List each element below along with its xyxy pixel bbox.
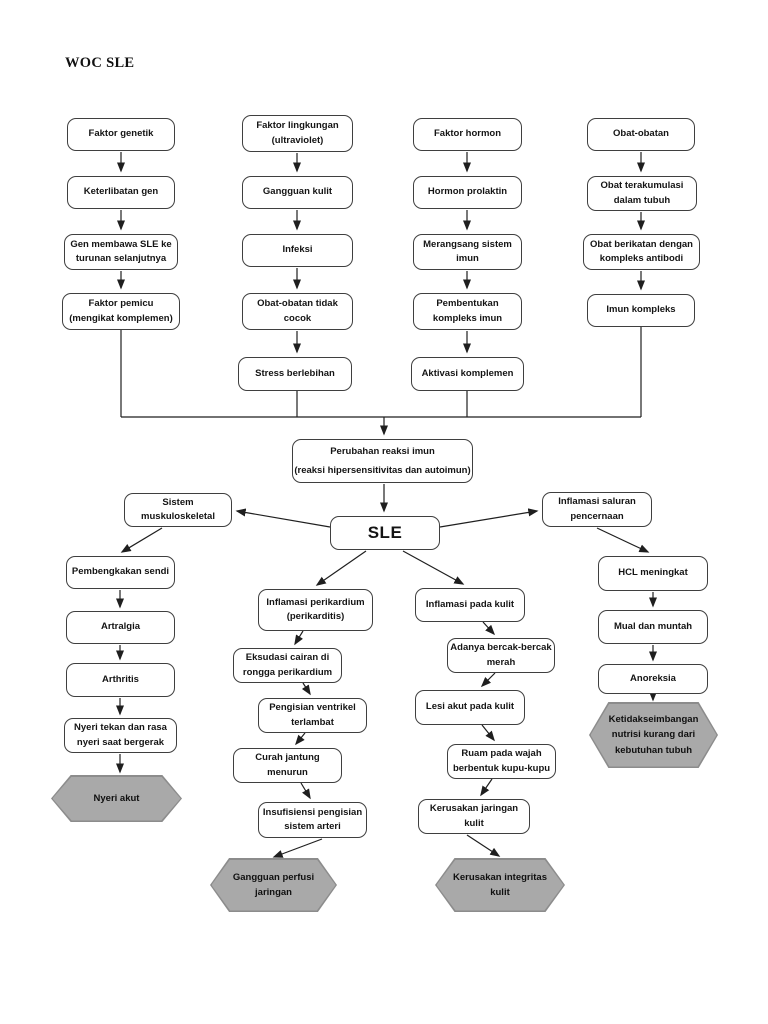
- node-gen-membawa-sle: Gen membawa SLE ke turunan selanjutnya: [64, 234, 178, 270]
- node-obat-terakumulasi: Obat terakumulasi dalam tubuh: [587, 176, 697, 211]
- node-nyeri-akut-diagnosis: Nyeri akut: [51, 775, 182, 822]
- node-obat-obatan-tidak-cocok: Obat-obatan tidak cocok: [242, 293, 353, 330]
- node-pembentukan-kompleks-imun: Pembentukan kompleks imun: [413, 293, 522, 330]
- node-ruam-pada-wajah: Ruam pada wajah berbentuk kupu-kupu: [447, 744, 556, 779]
- node-stress-berlebihan: Stress berlebihan: [238, 357, 352, 391]
- node-inflamasi-perikardium: Inflamasi perikardium (perikarditis): [258, 589, 373, 631]
- node-pengisian-ventrikel: Pengisian ventrikel terlambat: [258, 698, 367, 733]
- node-sistem-muskuloskeletal: Sistem muskuloskeletal: [124, 493, 232, 527]
- gangguan-perfusi-label: Gangguan perfusi jaringan: [211, 859, 336, 911]
- node-sle: SLE: [330, 516, 440, 550]
- node-anoreksia: Anoreksia: [598, 664, 708, 694]
- node-eksudasi-cairan: Eksudasi cairan di rongga perikardium: [233, 648, 342, 683]
- node-arthritis: Arthritis: [66, 663, 175, 697]
- node-obat-berikatan: Obat berikatan dengan kompleks antibodi: [583, 234, 700, 270]
- node-kerusakan-integritas-diagnosis: Kerusakan integritas kulit: [435, 858, 565, 912]
- node-inflamasi-saluran-pencernaan: Inflamasi saluran pencernaan: [542, 492, 652, 527]
- nyeri-akut-label: Nyeri akut: [52, 776, 181, 821]
- arrow-eksudasi-pengisian: [301, 682, 311, 696]
- node-imun-kompleks: Imun kompleks: [587, 294, 695, 327]
- arrow-bercak-lesi: [480, 672, 496, 688]
- node-faktor-pemicu: Faktor pemicu (mengikat komplemen): [62, 293, 180, 330]
- ketidakseimbangan-nutrisi-label: Ketidakseimbangan nutrisi kurang dari ke…: [590, 703, 717, 767]
- node-perubahan-reaksi-imun: Perubahan reaksi imun (reaksi hipersensi…: [292, 439, 473, 483]
- node-lesi-akut-pada-kulit: Lesi akut pada kulit: [415, 690, 525, 725]
- arrow-sle-inflamasi-perikardium: [315, 550, 367, 586]
- node-merangsang-sistem-imun: Merangsang sistem imun: [413, 234, 522, 270]
- node-inflamasi-pada-kulit: Inflamasi pada kulit: [415, 588, 525, 622]
- arrow-muskuloskeletal-pembengkakan: [120, 527, 163, 553]
- node-obat-obatan: Obat-obatan: [587, 118, 695, 151]
- arrow-sle-muskuloskeletal: [235, 508, 331, 528]
- node-mual-dan-muntah: Mual dan muntah: [598, 610, 708, 644]
- node-aktivasi-komplemen: Aktivasi komplemen: [411, 357, 524, 391]
- node-ketidakseimbangan-nutrisi-diagnosis: Ketidakseimbangan nutrisi kurang dari ke…: [589, 702, 718, 768]
- arrow-insufisiensi-gangguan-perfusi: [272, 838, 323, 858]
- node-hormon-prolaktin: Hormon prolaktin: [413, 176, 522, 209]
- node-keterlibatan-gen: Keterlibatan gen: [67, 176, 175, 209]
- node-nyeri-tekan: Nyeri tekan dan rasa nyeri saat bergerak: [64, 718, 177, 753]
- node-curah-jantung-menurun: Curah jantung menurun: [233, 748, 342, 783]
- node-gangguan-kulit: Gangguan kulit: [242, 176, 353, 209]
- node-infeksi: Infeksi: [242, 234, 353, 267]
- arrow-inflamasi-kulit-bercak: [482, 621, 496, 636]
- node-faktor-genetik: Faktor genetik: [67, 118, 175, 151]
- node-pembengkakan-sendi: Pembengkakan sendi: [66, 556, 175, 589]
- arrow-sle-saluran-pencernaan: [439, 508, 539, 528]
- arrow-ruam-kerusakan-jaringan: [480, 778, 493, 797]
- arrow-perikardium-eksudasi: [294, 630, 304, 646]
- node-kerusakan-jaringan-kulit: Kerusakan jaringan kulit: [418, 799, 530, 834]
- node-insufisiensi-pengisian: Insufisiensi pengisian sistem arteri: [258, 802, 367, 838]
- arrow-sle-inflamasi-kulit: [402, 550, 465, 585]
- arrow-curah-insufisiensi: [300, 782, 311, 800]
- node-adanya-bercak-merah: Adanya bercak-bercak merah: [447, 638, 555, 673]
- arrow-kerusakan-jaringan-integritas: [466, 834, 501, 857]
- node-artralgia: Artralgia: [66, 611, 175, 644]
- page-title: WOC SLE: [65, 55, 135, 71]
- node-gangguan-perfusi-diagnosis: Gangguan perfusi jaringan: [210, 858, 337, 912]
- node-faktor-lingkungan: Faktor lingkungan (ultraviolet): [242, 115, 353, 152]
- node-hcl-meningkat: HCL meningkat: [598, 556, 708, 591]
- arrow-lesi-ruam: [481, 724, 495, 742]
- node-faktor-hormon: Faktor hormon: [413, 118, 522, 151]
- arrow-pengisian-curah: [295, 732, 306, 746]
- arrow-saluran-pencernaan-hcl: [596, 527, 650, 553]
- kerusakan-integritas-label: Kerusakan integritas kulit: [436, 859, 564, 911]
